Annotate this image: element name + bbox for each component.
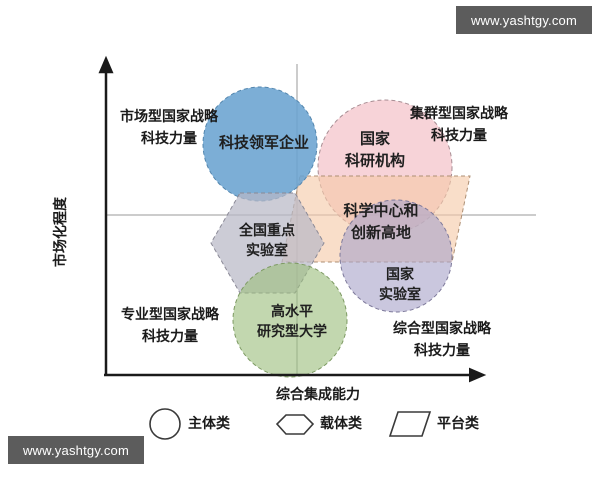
shape-group xyxy=(202,86,471,378)
quadrant-label-top-left-1: 市场型国家战略 xyxy=(120,108,219,125)
label-national-key-laboratory-2: 实验室 xyxy=(246,242,288,259)
label-high-level-research-university-2: 研究型大学 xyxy=(257,323,327,340)
legend-item-carrier[interactable]: 载体类 xyxy=(275,414,363,435)
shape-tech-leading-enterprise[interactable] xyxy=(202,86,318,202)
y-axis-label: 市场化程度 xyxy=(52,196,69,267)
label-national-research-institution-2: 科研机构 xyxy=(345,151,405,169)
quadrant-label-top-right-2: 科技力量 xyxy=(431,127,487,144)
legend-item-platform[interactable]: 平台类 xyxy=(388,411,480,437)
shape-labels: 科技领军企业 国家 科研机构 科学中心和 创新高地 全国重点 实验室 国家 实验… xyxy=(219,129,421,340)
legend: 主体类 载体类 平台类 xyxy=(149,408,480,440)
label-tech-leading-enterprise: 科技领军企业 xyxy=(219,133,309,151)
quadrant-label-bottom-left-2: 科技力量 xyxy=(142,328,198,345)
x-axis-label: 综合集成能力 xyxy=(276,386,360,403)
shape-high-level-research-university[interactable] xyxy=(232,262,348,378)
label-national-key-laboratory-1: 全国重点 xyxy=(238,222,295,239)
label-national-research-institution-1: 国家 xyxy=(360,129,390,147)
quadrant-label-bottom-right-2: 科技力量 xyxy=(414,342,470,359)
label-science-center-innovation-highland-1: 科学中心和 xyxy=(343,201,418,219)
label-national-laboratory-2: 实验室 xyxy=(379,286,421,303)
parallelogram-outline-icon xyxy=(388,411,432,437)
axes xyxy=(98,55,487,383)
quadrant-label-bottom-right-1: 综合型国家战略 xyxy=(393,320,492,337)
legend-label-platform: 平台类 xyxy=(437,415,480,432)
watermark-top: www.yashtgy.com xyxy=(456,6,592,34)
quadrant-label-bottom-left-1: 专业型国家战略 xyxy=(121,306,220,323)
label-high-level-research-university-1: 高水平 xyxy=(271,303,313,320)
circle-outline-icon xyxy=(149,408,181,440)
watermark-bottom: www.yashtgy.com xyxy=(8,436,144,464)
shape-national-laboratory[interactable] xyxy=(339,199,453,313)
quadrant-labels: 市场型国家战略 科技力量 集群型国家战略 科技力量 专业型国家战略 科技力量 综… xyxy=(120,105,509,359)
quadrant-label-top-left-2: 科技力量 xyxy=(141,130,197,147)
quadrant-label-top-right-1: 集群型国家战略 xyxy=(409,105,509,122)
legend-label-carrier: 载体类 xyxy=(320,415,363,432)
legend-label-subject: 主体类 xyxy=(188,415,231,432)
legend-item-subject[interactable]: 主体类 xyxy=(149,408,231,440)
hexagon-outline-icon xyxy=(275,414,315,435)
label-national-laboratory-1: 国家 xyxy=(386,266,415,283)
label-science-center-innovation-highland-2: 创新高地 xyxy=(350,223,411,241)
